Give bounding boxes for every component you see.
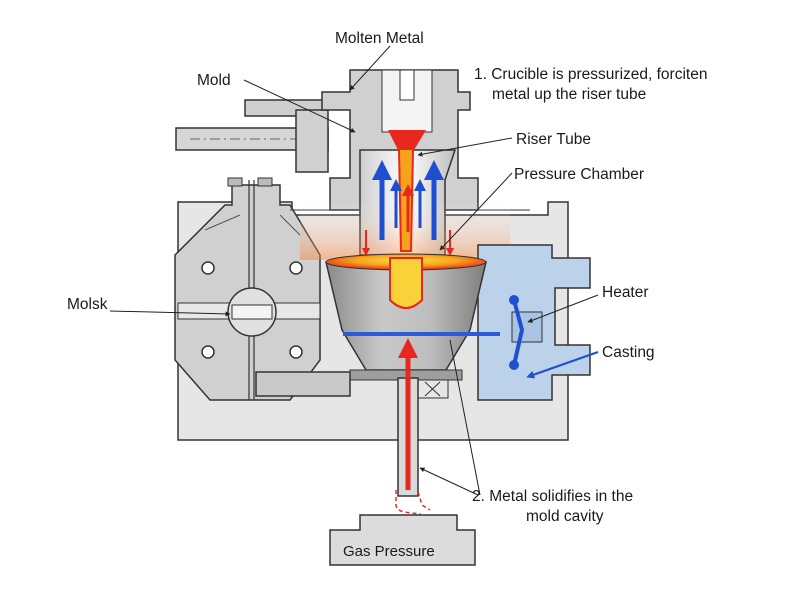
gas-pressure-tube [395, 338, 431, 520]
label-riser-tube: Riser Tube [516, 131, 591, 148]
label-casting: Casting [602, 344, 655, 361]
leader-lines [109, 45, 599, 496]
hex-bolt-icon [201, 261, 215, 275]
side-mold-clamp [174, 177, 321, 401]
label-gas-pressure: Gas Pressure [343, 543, 435, 560]
hex-bolt-icon [289, 345, 303, 359]
label-step2-line2: mold cavity [526, 508, 604, 525]
heater-block [477, 244, 591, 401]
label-mold: Mold [197, 72, 231, 89]
hex-bolt-icon [201, 345, 215, 359]
label-step1-line1: 1. Crucible is pressurized, forciten [474, 66, 708, 83]
label-step1-line2: metal up the riser tube [492, 86, 647, 103]
label-pressure-chamber: Pressure Chamber [514, 166, 645, 183]
label-heater: Heater [602, 284, 649, 301]
flow-arrows [362, 160, 454, 256]
label-molsk: Molsk [67, 296, 108, 313]
upper-mold [175, 69, 530, 211]
gas-pressure-base [329, 514, 476, 566]
hex-bolt-icon [289, 261, 303, 275]
label-step2-line1: 2. Metal solidifies in the [472, 488, 634, 505]
label-molten-metal: Molten Metal [335, 30, 424, 47]
